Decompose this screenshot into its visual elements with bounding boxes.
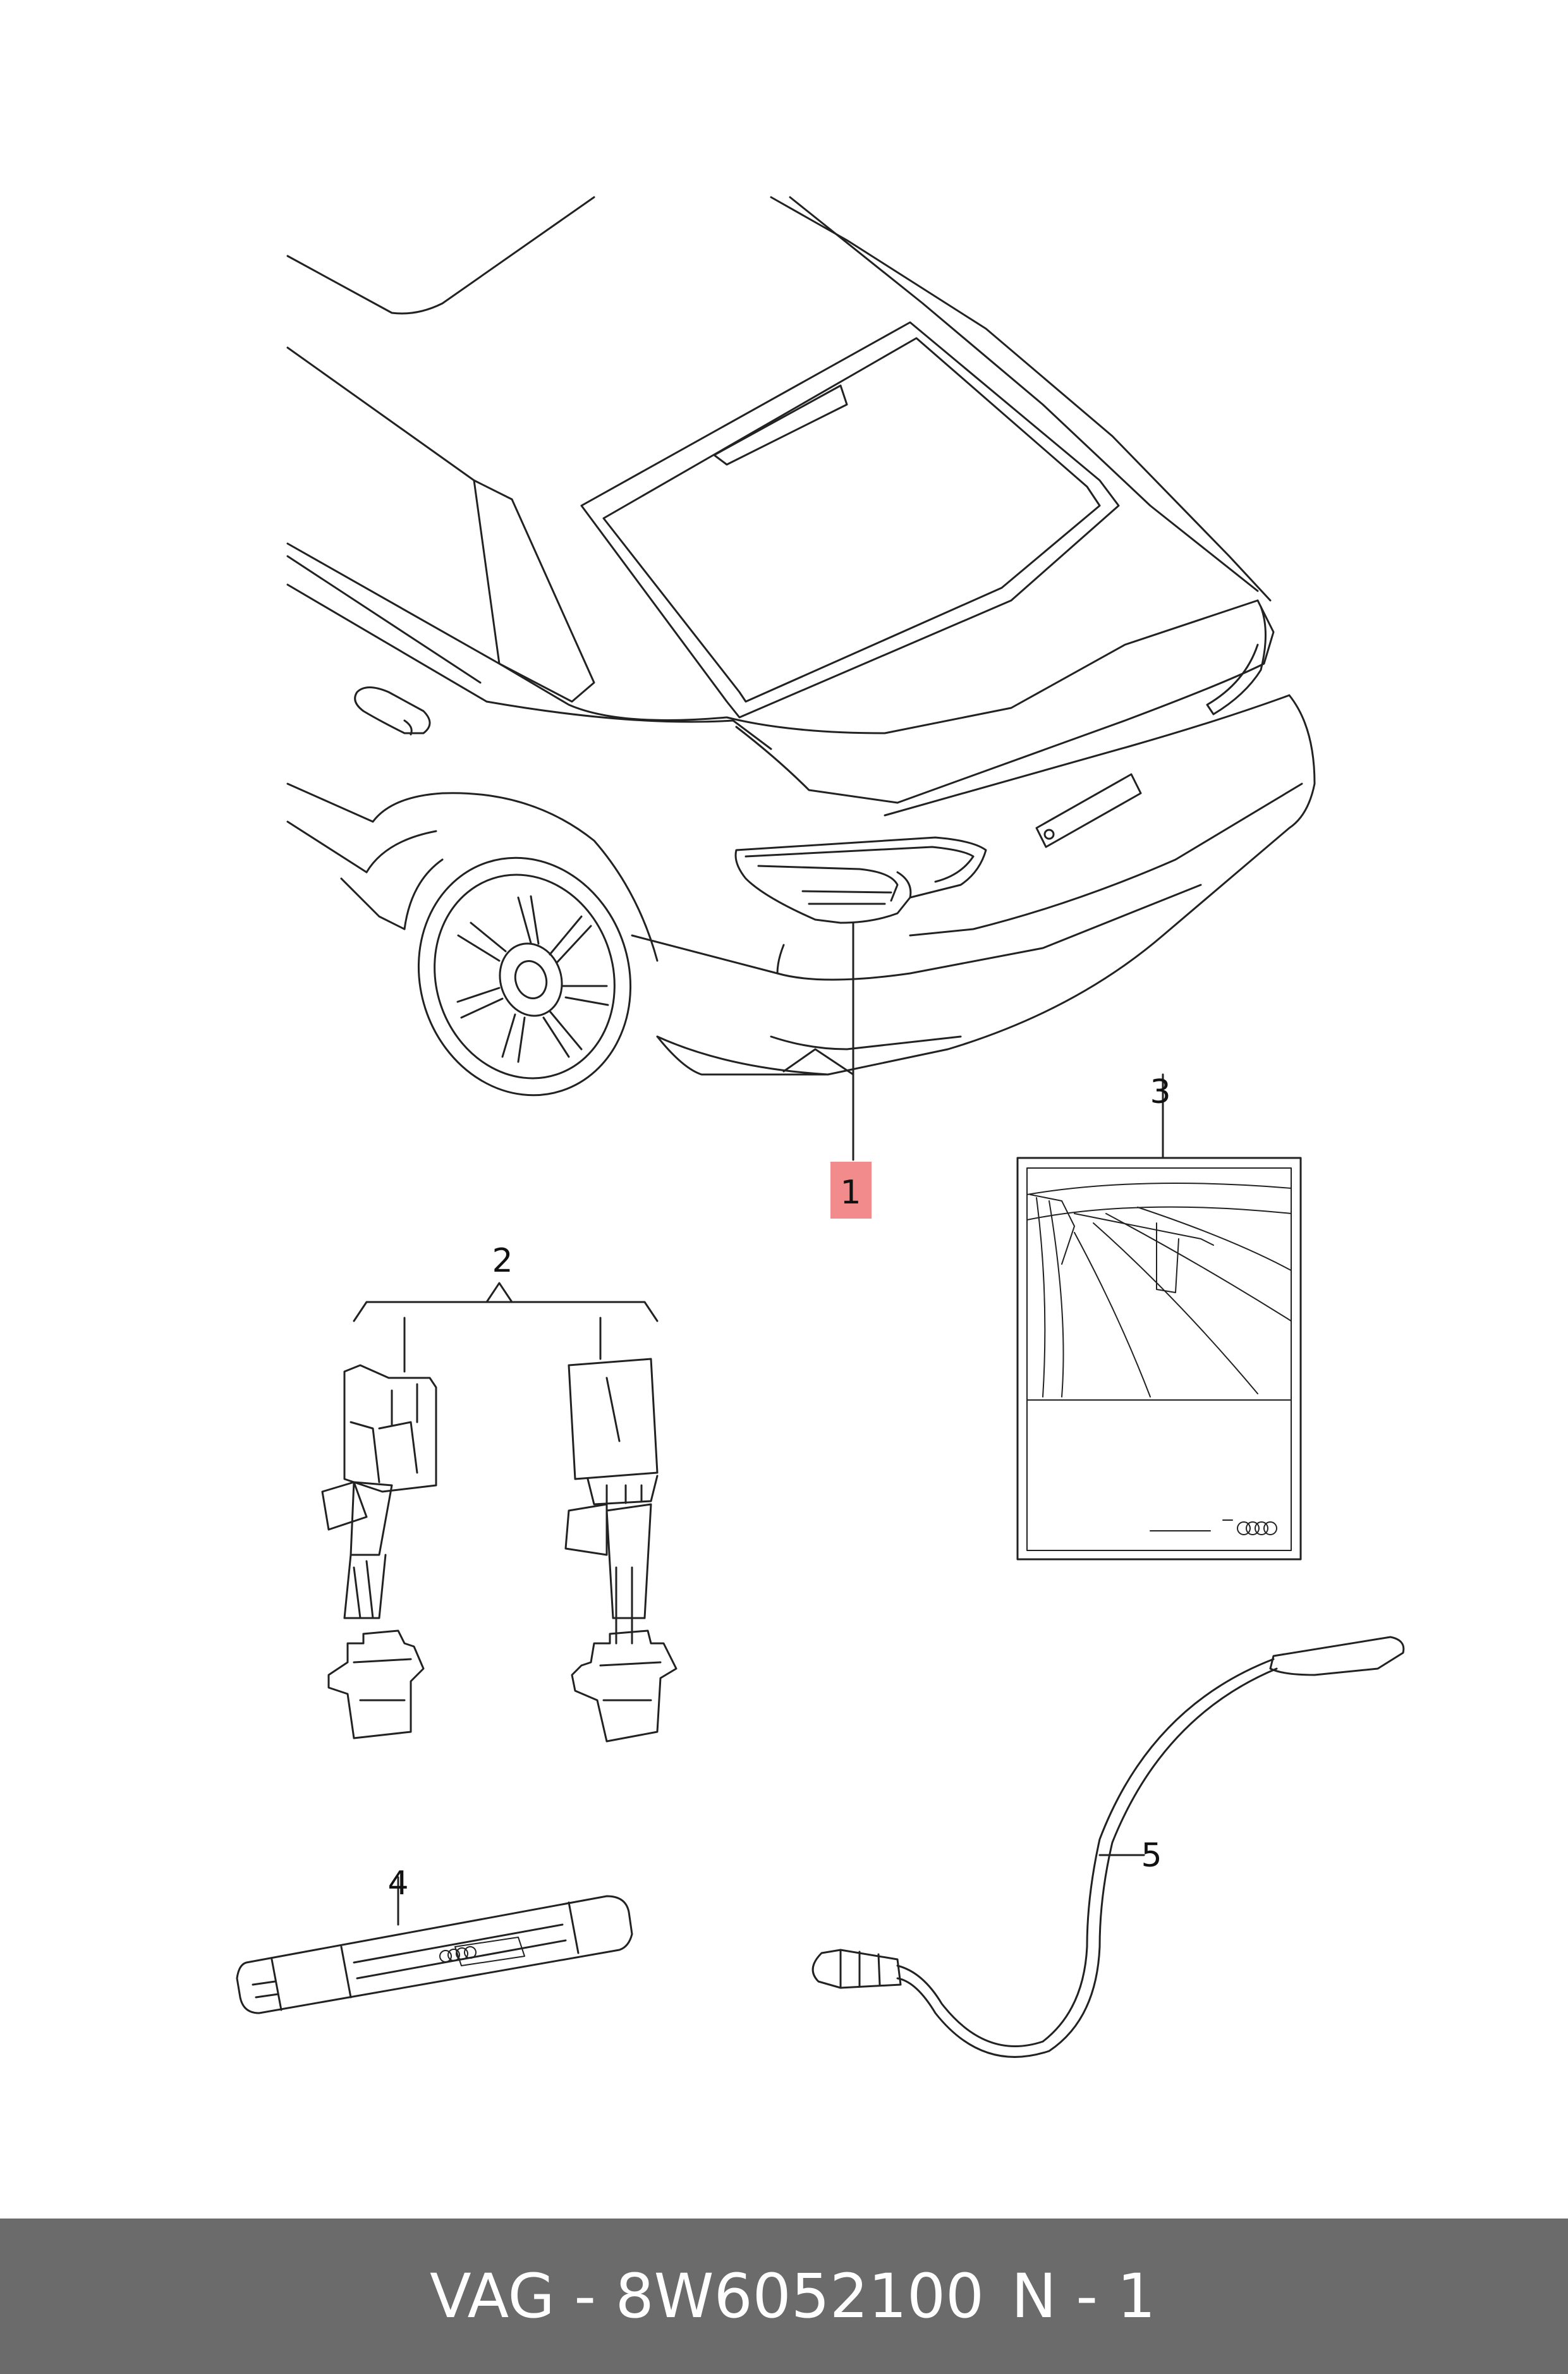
part-2-harness-right [564, 1317, 678, 1743]
part-4-pen [236, 1876, 633, 2014]
footer-bar: VAG - 8W6052100 N - 1 [0, 2219, 1568, 2374]
part-2-harness-left [321, 1282, 659, 1739]
callout-2: 2 [492, 1242, 513, 1280]
part-3-card [1016, 1073, 1302, 1561]
callout-1-highlight [830, 1162, 872, 1219]
page-label: N - 1 [1011, 2261, 1156, 2332]
callout-1: 1 [840, 1174, 861, 1212]
part-5-tool [811, 1636, 1405, 2058]
callout-4: 4 [387, 1865, 408, 1902]
callout-5: 5 [1141, 1837, 1162, 1875]
callout-3: 3 [1150, 1073, 1170, 1111]
part-number-label: VAG - 8W6052100 [430, 2261, 985, 2332]
car-illustration [286, 196, 1316, 1161]
parts-diagram: 1 2 3 4 5 [236, 196, 1405, 2058]
